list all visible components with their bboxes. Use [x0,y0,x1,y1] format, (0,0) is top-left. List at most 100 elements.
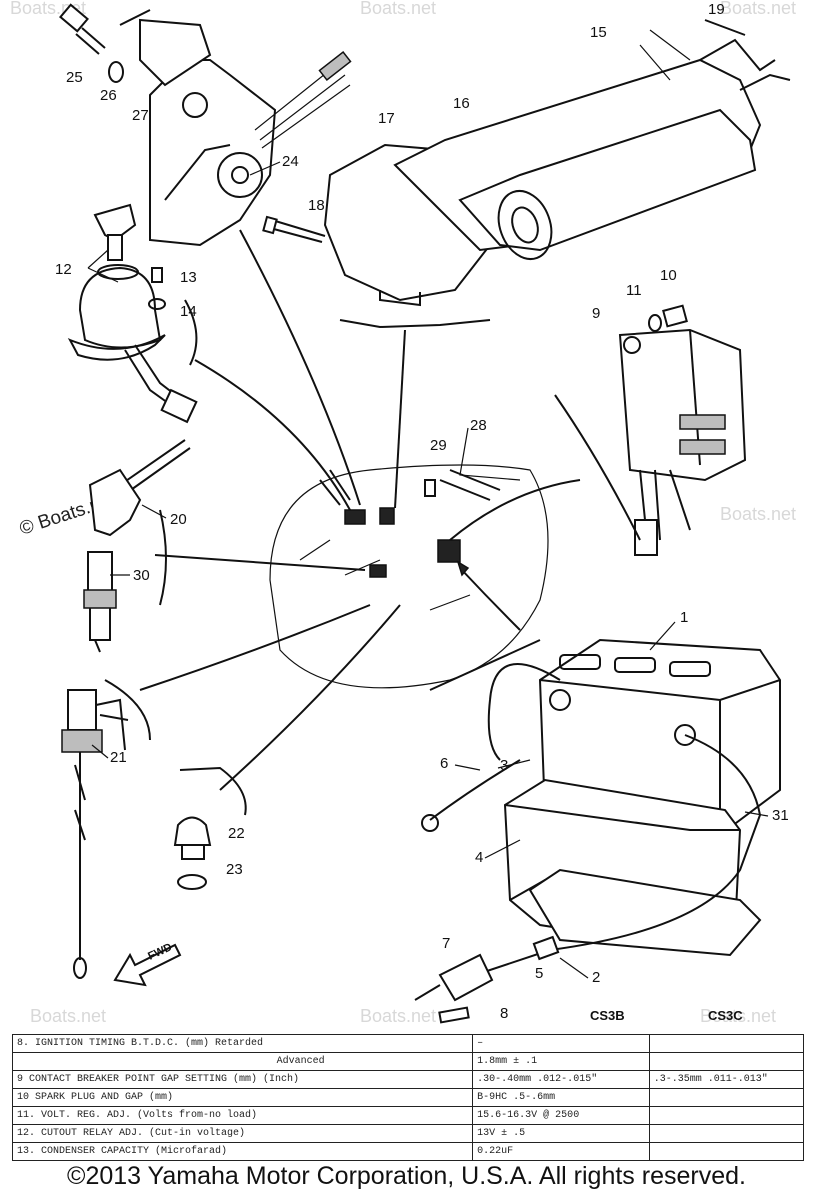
spec-label: 9 CONTACT BREAKER POINT GAP SETTING (mm)… [11,1070,474,1089]
callout-24: 24 [282,153,299,170]
watermark: Boats.net [700,1006,776,1026]
watermark: Boats.net [30,1006,106,1026]
points-plate [119,9,352,247]
watermark: Boats.net [720,504,796,524]
spec-label: 13. CONDENSER CAPACITY (Microfarad) [11,1142,474,1161]
fuse-holder [414,953,494,1024]
callout-30: 30 [133,567,150,584]
engine-outline [269,464,549,689]
callout-22: 22 [228,825,245,842]
callout-31: 31 [772,807,789,824]
washer [148,298,166,310]
spec-cs3c [648,1106,805,1125]
callout-8: 8 [500,1005,508,1022]
model-header-cs3c: CS3C [708,1008,743,1023]
callout-4: 4 [475,849,483,866]
neutral-switch [61,689,129,979]
main-switch [67,203,198,424]
parts-diagram: Boats.net Boats.net Boats.net Boats.net … [10,0,796,1026]
bracket-line [179,766,247,816]
spec-cs3c [648,1142,805,1161]
callout-23: 23 [226,861,243,878]
spec-cs3b: .30-.40mm .012-.015" [472,1070,650,1089]
watermark: Boats.net [360,1006,436,1026]
callout-19: 19 [708,1,725,18]
callout-17: 17 [378,110,395,127]
callout-13: 13 [180,269,197,286]
arrow-head [456,560,470,577]
leader-line [194,359,351,511]
spec-cs3b: 15.6-16.3V @ 2500 [472,1106,650,1125]
washer [108,61,124,83]
screw [151,267,163,283]
table-row: 11. VOLT. REG. ADJ. (Volts from-no load)… [11,1106,805,1125]
spec-cs3c [648,1034,805,1053]
drain-plug [173,816,212,860]
spec-cs3c: .3-.35mm .011-.013" [648,1070,805,1089]
callout-7: 7 [442,935,450,952]
watermark: Boats.net [360,0,436,18]
spec-cs3b: 13V ± .5 [472,1124,650,1143]
callout-29: 29 [430,437,447,454]
spec-cs3b: – [472,1034,650,1053]
spec-cs3c [648,1124,805,1143]
screw [662,304,688,328]
washer [648,314,662,332]
spec-cs3c [648,1088,805,1107]
table-row: 9 CONTACT BREAKER POINT GAP SETTING (mm)… [11,1070,805,1089]
copyright-notice: ©2013 Yamaha Motor Corporation, U.S.A. A… [67,1162,746,1190]
bracket-line [184,299,198,366]
battery-cables [421,663,762,976]
spec-label: 10 SPARK PLUG AND GAP (mm) [11,1088,474,1107]
table-row: 8. IGNITION TIMING B.T.D.C. (mm) Retarde… [11,1034,805,1053]
fwd-arrow: FWD [113,941,182,987]
leader-line [154,554,366,571]
spec-label: 12. CUTOUT RELAY ADJ. (Cut-in voltage) [11,1124,474,1143]
callout-21: 21 [110,749,127,766]
leader-line [219,604,401,791]
voltage-regulator [554,328,747,556]
callout-28: 28 [470,417,487,434]
callout-3: 3 [500,757,508,774]
screw [269,219,326,243]
leader-line [139,604,371,691]
bracket-line [104,679,151,741]
callout-27: 27 [132,107,149,124]
bolt [59,3,106,55]
callout-25: 25 [66,69,83,86]
bolt [424,479,436,497]
leader-line [394,329,406,509]
starter-generator [393,19,791,260]
callout-18: 18 [308,197,325,214]
table-row: 12. CUTOUT RELAY ADJ. (Cut-in voltage) 1… [11,1124,805,1143]
table-row: Advanced 1.8mm ± .1 [11,1052,805,1071]
screw-head [262,215,278,235]
bracket-line [429,639,541,691]
callout-10: 10 [660,267,677,284]
leader-line [449,479,581,541]
callout-11: 11 [626,282,642,299]
washer [177,874,207,890]
callout-9: 9 [592,305,600,322]
callout-15: 15 [590,24,607,41]
callout-26: 26 [100,87,117,104]
callout-5: 5 [535,965,543,982]
callout-6: 6 [440,755,448,772]
callout-16: 16 [453,95,470,112]
plug-cap [88,439,191,537]
spark-plug [83,551,117,653]
spec-cs3b: 1.8mm ± .1 [472,1052,650,1071]
battery [538,638,781,837]
spec-cs3b: B-9HC .5-.6mm [472,1088,650,1107]
bracket-line [159,509,167,606]
callout-12: 12 [55,261,72,278]
spec-cs3b: 0.22uF [472,1142,650,1161]
spec-cs3c [648,1052,805,1071]
model-header-cs3b: CS3B [590,1008,625,1023]
spec-table: 8. IGNITION TIMING B.T.D.C. (mm) Retarde… [11,1034,805,1161]
table-row: 10 SPARK PLUG AND GAP (mm) B-9HC .5-.6mm [11,1088,805,1107]
callout-1: 1 [680,609,688,626]
callout-labels: 1 2 3 4 5 6 7 8 9 10 11 12 13 14 15 16 1… [55,1,789,1022]
watermark: Boats.net [720,0,796,18]
spec-label: 8. IGNITION TIMING B.T.D.C. (mm) Retarde… [11,1034,474,1053]
